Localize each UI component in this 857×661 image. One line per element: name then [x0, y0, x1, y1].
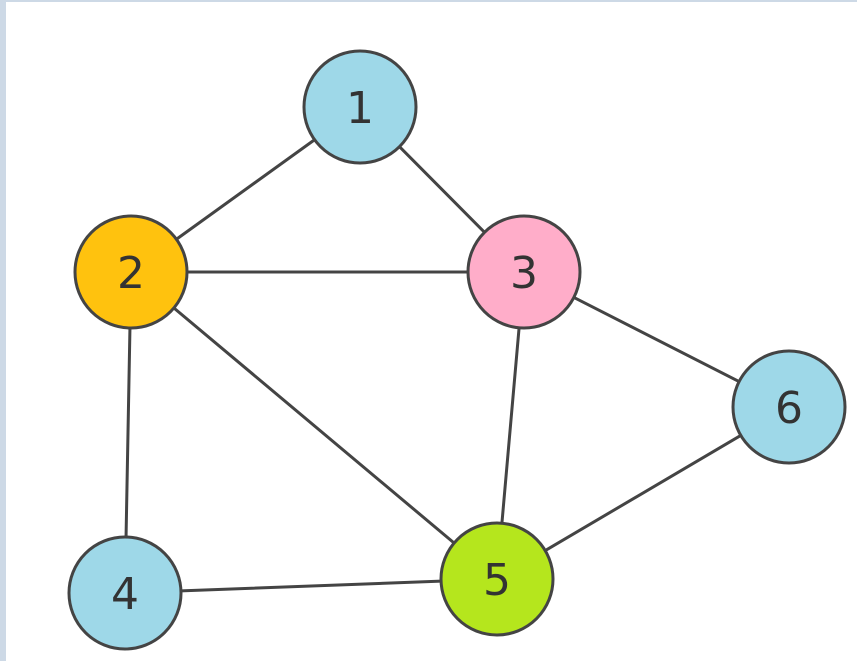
edge-3-6: [572, 295, 741, 384]
node-circle-5: [439, 521, 555, 637]
node-label-4: 4: [111, 569, 139, 620]
node-circle-4: [67, 535, 183, 651]
node-6: 6: [731, 349, 847, 465]
node-1: 1: [302, 49, 418, 165]
node-circle-6: [731, 349, 847, 465]
edges-layer: [124, 138, 743, 593]
node-circle-1: [302, 49, 418, 165]
node-label-3: 3: [510, 248, 538, 299]
node-label-6: 6: [775, 383, 803, 434]
edge-2-5: [172, 306, 456, 545]
node-5: 5: [439, 521, 555, 637]
node-3: 3: [466, 214, 582, 330]
nodes-layer: 1 2 3 4 5 6: [67, 49, 847, 651]
edge-4-5: [179, 579, 443, 593]
node-label-2: 2: [117, 248, 145, 299]
node-circle-2: [73, 214, 189, 330]
edge-1-2: [174, 138, 317, 241]
graph-diagram: 1 2 3 4 5 6: [67, 49, 847, 651]
node-2: 2: [73, 214, 189, 330]
node-label-5: 5: [483, 555, 511, 606]
edge-3-5: [500, 326, 521, 525]
edge-5-6: [543, 433, 743, 553]
node-4: 4: [67, 535, 183, 651]
node-circle-3: [466, 214, 582, 330]
node-label-1: 1: [346, 83, 374, 134]
edge-1-3: [397, 145, 487, 234]
edge-2-4: [124, 326, 132, 539]
